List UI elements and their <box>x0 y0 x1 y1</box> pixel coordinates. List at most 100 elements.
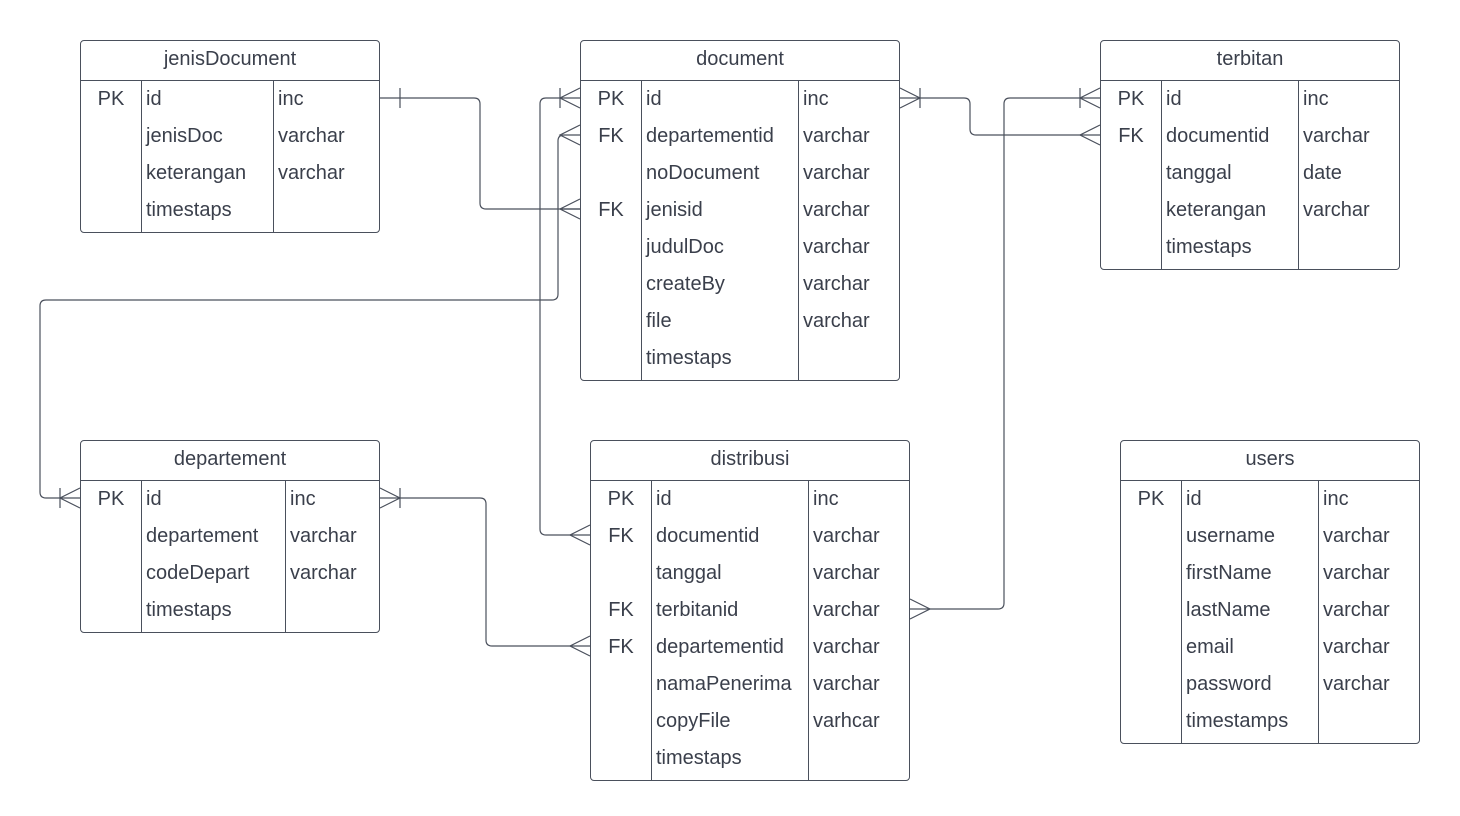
field-key: PK <box>1117 88 1145 110</box>
field-name: jenisDoc <box>146 125 223 147</box>
entity-title: terbitan <box>1101 41 1399 81</box>
entity-fields: PK id jenisDoc keterangan timestaps inc varcha… <box>81 81 379 232</box>
field-type: varchar <box>813 636 880 658</box>
field-type: varchar <box>813 599 880 621</box>
field-type: inc <box>1323 488 1349 510</box>
field-key: PK <box>97 88 125 110</box>
crow-many-document-departementid <box>558 124 581 146</box>
field-key: FK <box>598 125 624 147</box>
field-name: password <box>1186 673 1272 695</box>
field-key <box>581 158 641 195</box>
field-name: id <box>1186 488 1202 510</box>
field-name: timestamps <box>1186 710 1289 732</box>
relationship-line-document-terbitan <box>900 97 1100 136</box>
field-type: varchar <box>803 125 870 147</box>
field-type <box>273 195 379 232</box>
field-name: timestaps <box>646 347 732 369</box>
field-name: documentid <box>1166 125 1270 147</box>
field-name: id <box>646 88 662 110</box>
field-key <box>81 195 141 232</box>
field-key-column: PK <box>1121 481 1182 743</box>
field-key <box>1121 521 1181 558</box>
field-key <box>81 521 141 558</box>
field-type <box>1298 232 1399 269</box>
field-name: timestaps <box>146 199 232 221</box>
relationship-line-departement-distribusi <box>380 497 590 647</box>
field-type: inc <box>278 88 304 110</box>
field-type <box>798 343 899 380</box>
entity-title: document <box>581 41 899 81</box>
field-name: id <box>146 88 162 110</box>
field-key <box>1101 195 1161 232</box>
field-key <box>581 306 641 343</box>
field-key: PK <box>97 488 125 510</box>
field-key: FK <box>608 525 634 547</box>
field-key <box>581 343 641 380</box>
field-type: varchar <box>1323 636 1390 658</box>
field-type: varchar <box>803 310 870 332</box>
field-name: email <box>1186 636 1234 658</box>
field-type: varchar <box>278 125 345 147</box>
field-key <box>1101 158 1161 195</box>
field-name: namaPenerima <box>656 673 792 695</box>
field-name: departement <box>146 525 259 547</box>
field-type: varchar <box>813 525 880 547</box>
field-type-column: inc varchar varchar <box>273 81 379 232</box>
field-key <box>1121 632 1181 669</box>
field-key: PK <box>597 88 625 110</box>
field-name: copyFile <box>656 710 731 732</box>
relationship-line-terbitan-distribusi <box>910 97 1100 610</box>
field-name: tanggal <box>1166 162 1232 184</box>
field-key: PK <box>1137 488 1165 510</box>
entity-title: departement <box>81 441 379 481</box>
field-name: documentid <box>656 525 760 547</box>
field-key <box>1121 669 1181 706</box>
field-name: judulDoc <box>646 236 724 258</box>
field-type: inc <box>290 488 316 510</box>
field-name: keterangan <box>146 162 247 184</box>
field-name: id <box>656 488 672 510</box>
field-name: username <box>1186 525 1275 547</box>
field-key <box>1121 558 1181 595</box>
field-type <box>1318 706 1419 743</box>
field-key <box>591 558 651 595</box>
field-key <box>581 269 641 306</box>
field-key-column: PK <box>81 81 142 232</box>
field-name: id <box>146 488 162 510</box>
field-name: timestaps <box>1166 236 1252 258</box>
field-type: varchar <box>803 162 870 184</box>
field-name: terbitanid <box>656 599 739 621</box>
field-name: departementid <box>646 125 774 147</box>
field-type: varchar <box>1323 599 1390 621</box>
field-key <box>81 558 141 595</box>
field-type: varchar <box>803 236 870 258</box>
field-type: varchar <box>278 162 345 184</box>
relationship-line-departement-document <box>39 134 580 499</box>
field-type <box>285 595 379 632</box>
field-name: timestaps <box>146 599 232 621</box>
entity-title: jenisDocument <box>81 41 379 81</box>
crow-one-many-terbitan <box>1078 87 1101 109</box>
field-name: firstName <box>1186 562 1272 584</box>
field-name: keterangan <box>1166 199 1267 221</box>
field-name: createBy <box>646 273 725 295</box>
field-key <box>1121 595 1181 632</box>
field-name: file <box>646 310 672 332</box>
field-type: varchar <box>803 273 870 295</box>
field-key <box>591 706 651 743</box>
field-type: inc <box>1303 88 1329 110</box>
